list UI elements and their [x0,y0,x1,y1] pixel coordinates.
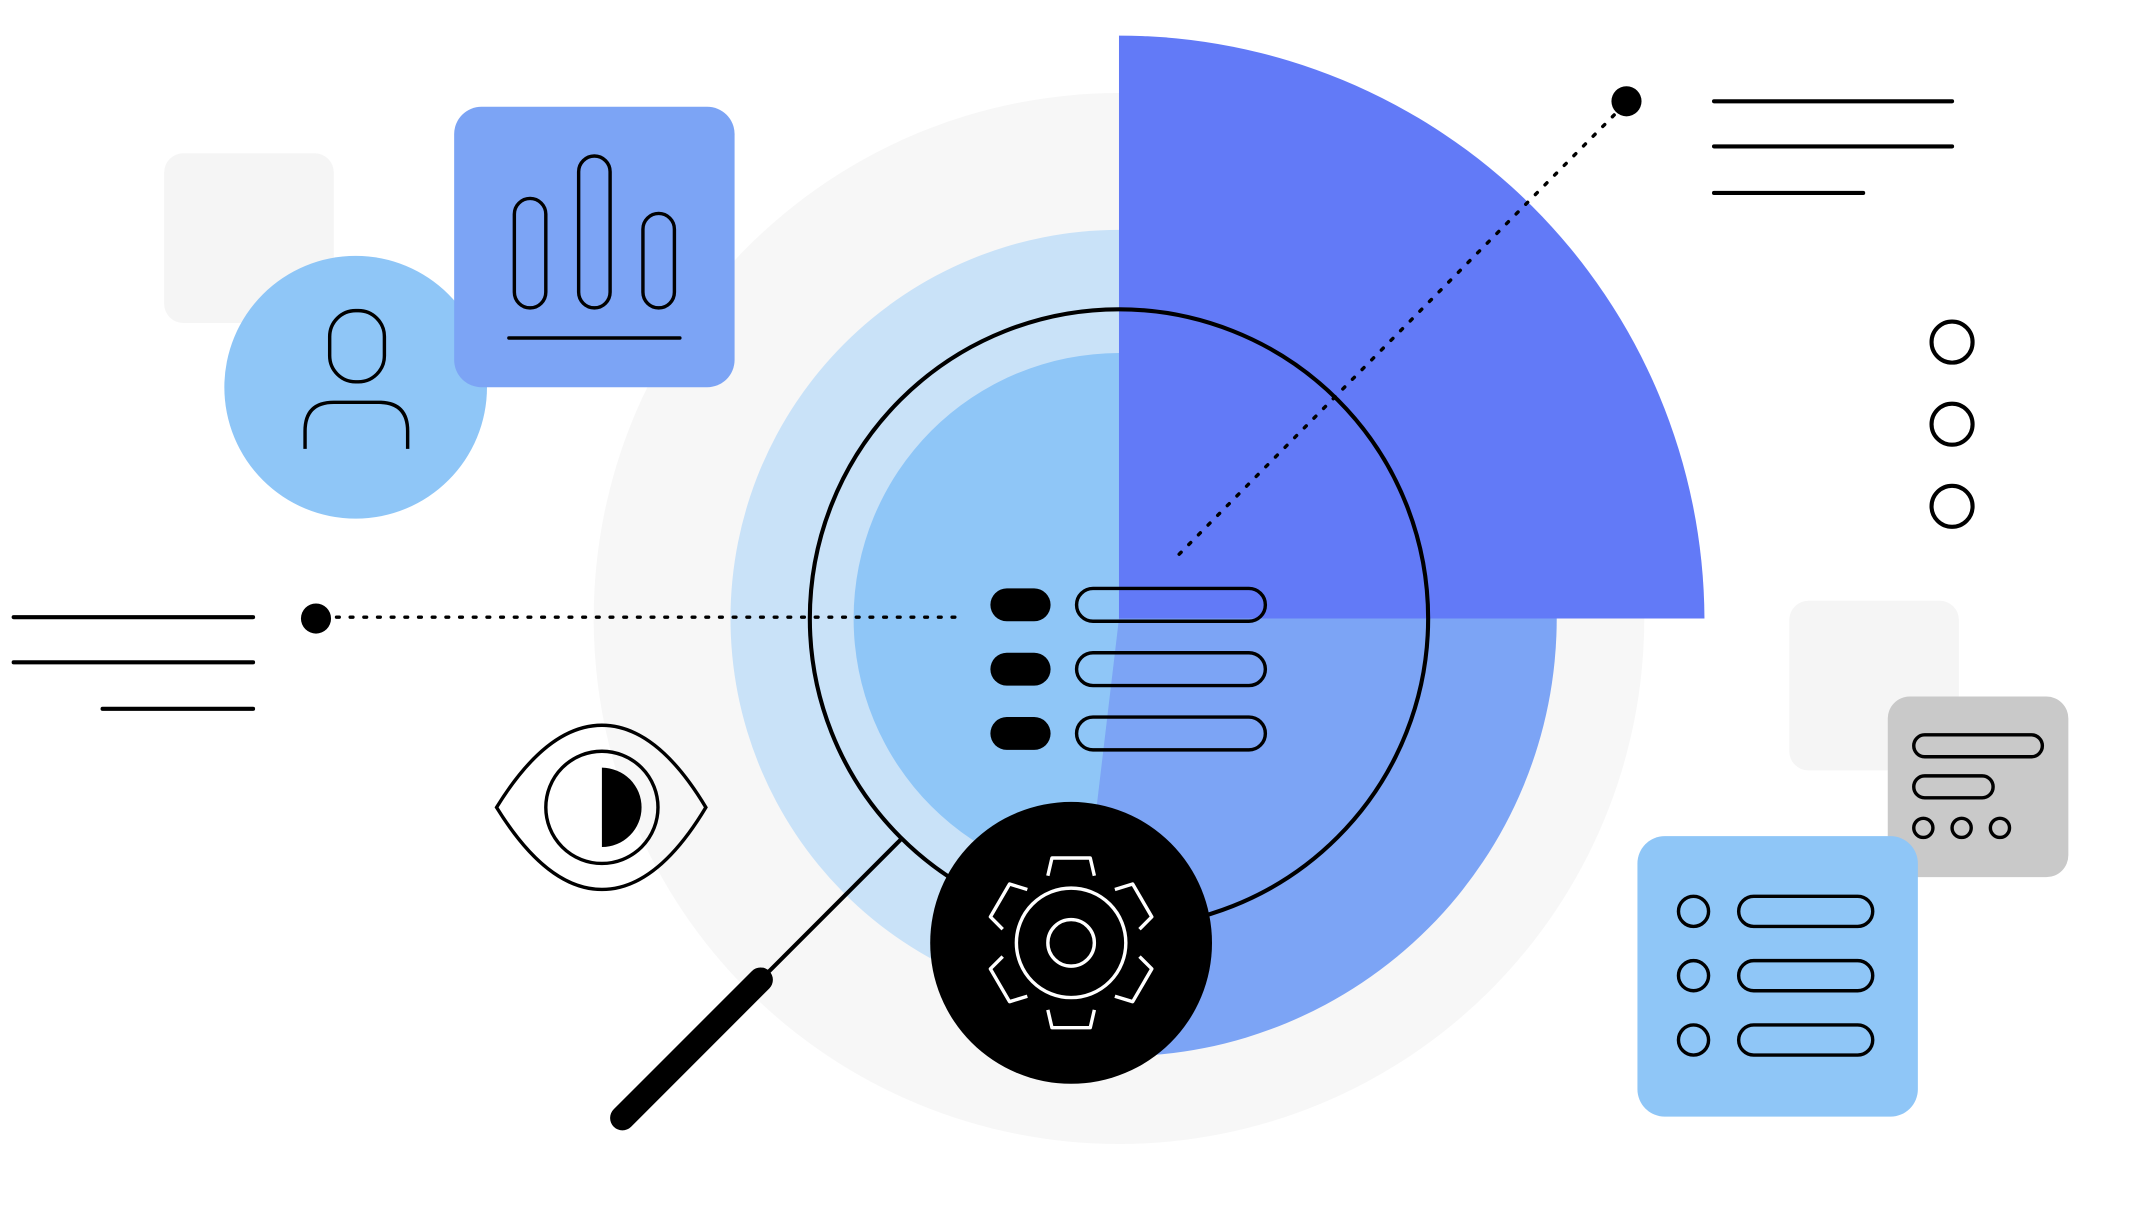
dotted-connectors [300,86,1642,634]
gear-inner-ring [1014,886,1128,1000]
eye-outline [494,723,708,892]
doc-line-2 [1912,774,1995,800]
doc-dot-3 [1988,816,2012,840]
radio-circles-icon [1929,319,1975,529]
doc-dot-1 [1912,816,1935,840]
magnifier-handle [610,967,773,1131]
connector-dot-top-right [1611,86,1642,117]
royal-blue-quarter [1118,35,1705,619]
list-bullet-3 [990,717,1051,750]
list-line-1 [1074,586,1268,623]
list-card-line-2 [1736,958,1875,993]
user-head [327,308,387,384]
list-card-icon [1676,894,1875,1057]
list-card-dot-1 [1676,894,1711,929]
bar-3 [641,211,677,310]
eye-iris [544,749,660,866]
radio-circle-2 [1929,401,1975,447]
gear-icon [988,856,1154,1030]
list-bullet-1 [990,588,1051,622]
radio-circle-1 [1929,319,1975,365]
bar-2 [576,154,612,310]
list-bullet-2 [990,652,1051,686]
bar-1 [512,196,548,310]
list-card-line-3 [1736,1023,1875,1057]
user-avatar-disc [224,255,487,519]
gear-disc [930,801,1213,1084]
user-icon [303,308,410,449]
lens-list [990,586,1268,752]
doc-dot-2 [1950,816,1973,840]
list-line-3 [1074,715,1268,752]
connector-dot-left [300,603,332,634]
document-card-icon [1912,733,2045,840]
list-card-line-1 [1736,894,1875,929]
list-line-2 [1074,651,1268,688]
text-lines-left [11,615,256,711]
gear-teeth [988,856,1154,1030]
radio-circle-3 [1929,483,1975,529]
eye-icon [494,723,708,892]
gear-center [1046,917,1097,968]
magnifier-shaft [759,837,903,982]
user-body [303,400,410,449]
list-card-dot-2 [1676,958,1711,993]
text-lines-icon [1711,99,1955,195]
doc-line-1 [1912,733,2045,759]
bar-chart-card [454,106,735,388]
bar-chart-icon [507,154,682,340]
eye-pupil [601,767,642,848]
list-card-dot-3 [1676,1023,1711,1057]
